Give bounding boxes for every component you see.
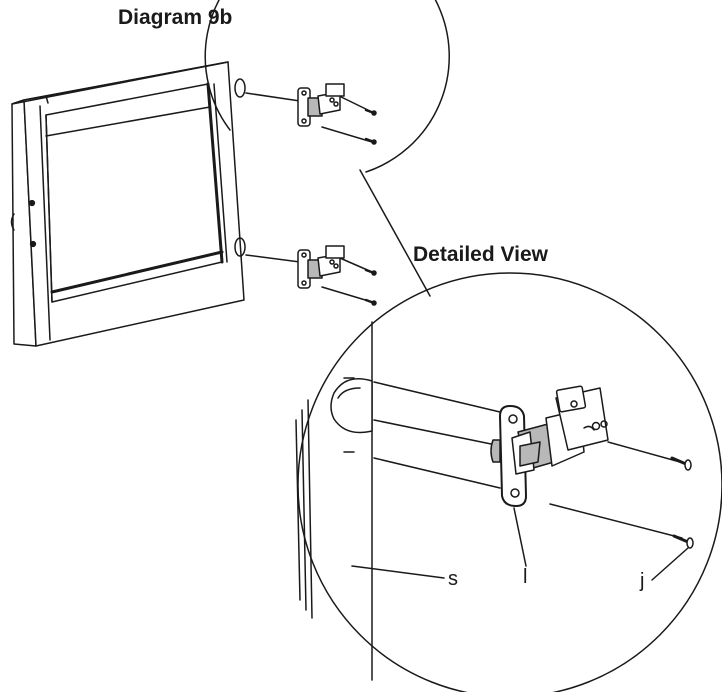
- hinge-bottom-small: [245, 245, 377, 306]
- cup-hole-bottom: [234, 237, 246, 257]
- diagram-title: Diagram 9b: [118, 6, 233, 29]
- callout-line-j: [651, 547, 689, 581]
- cup-hole-top: [234, 78, 246, 98]
- detail-view-title: Detailed View: [413, 243, 549, 266]
- cabinet-door: [10, 61, 246, 347]
- hinge-top-small: [245, 83, 377, 145]
- screw-bottom: [672, 534, 694, 549]
- zoom-leader-line: [359, 169, 431, 297]
- zoom-circle: [204, 0, 450, 173]
- callout-l: l: [523, 566, 528, 588]
- callout-line-l: [513, 507, 527, 567]
- screw-top: [670, 456, 692, 471]
- door-edge-detail: [295, 321, 373, 681]
- callout-j: j: [640, 570, 645, 592]
- callout-line-s: [351, 565, 445, 579]
- callout-s: s: [448, 568, 458, 590]
- hinge-detail: [490, 385, 609, 507]
